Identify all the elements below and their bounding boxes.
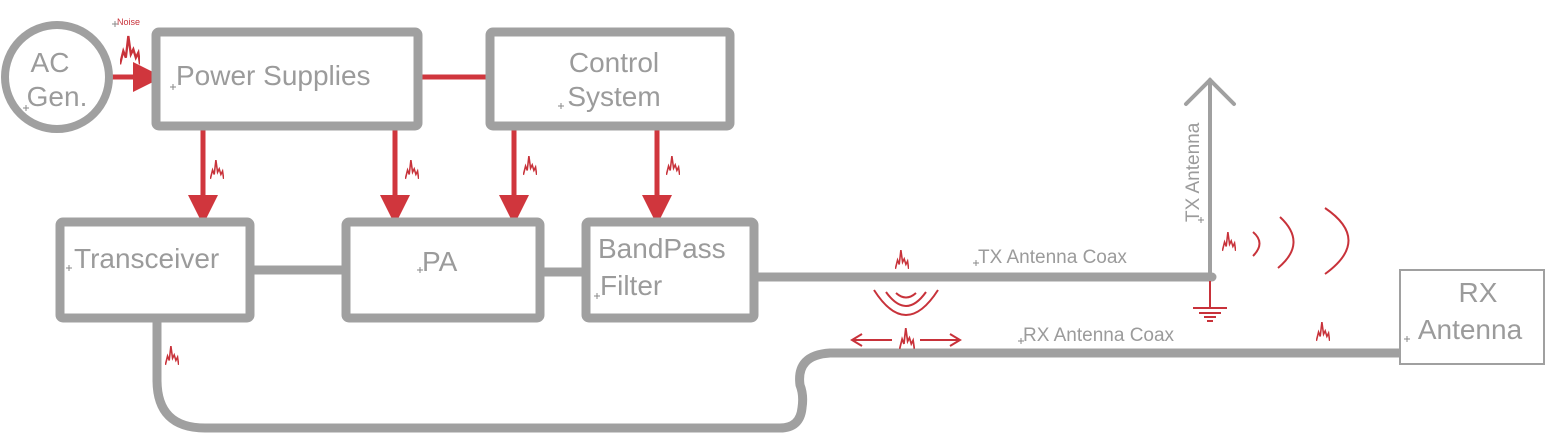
- rx-antenna-label-line2: Antenna: [1418, 314, 1523, 345]
- tx-coax-label: TX Antenna Coax: [978, 247, 1127, 268]
- ground-icon: [1193, 281, 1227, 322]
- control-system-label-line2: System: [567, 81, 660, 112]
- ac-gen-label-line2: Gen.: [27, 81, 88, 112]
- radiation-wave-icon: [1252, 207, 1350, 275]
- node-bandpass-filter[interactable]: BandPass Filter: [581, 217, 759, 323]
- coupling-wave-icon: [873, 289, 939, 316]
- rx-coax-line[interactable]: [152, 313, 1410, 433]
- rx-coax-label: RX Antenna Coax: [1023, 325, 1175, 346]
- noise-icon-tx-antenna: [1222, 232, 1236, 252]
- node-rx-antenna[interactable]: RX Antenna: [1399, 269, 1545, 365]
- bandpass-label-line2: Filter: [600, 270, 662, 301]
- node-pa[interactable]: PA: [341, 217, 545, 323]
- noise-icon-ps-transceiver: [210, 160, 224, 180]
- noise-icon-rx-coax: [1316, 322, 1330, 342]
- power-supplies-label: Power Supplies: [176, 60, 371, 91]
- rx-antenna-label-line1: RX: [1459, 277, 1498, 308]
- bandpass-label-line1: BandPass: [598, 233, 726, 264]
- noise-label: Noise: [117, 17, 140, 27]
- noise-icon-coupling: [899, 328, 915, 350]
- ac-gen-label-line1: AC: [31, 47, 70, 78]
- node-power-supplies[interactable]: Power Supplies: [151, 27, 423, 131]
- tx-antenna-label: TX Antenna: [1183, 122, 1204, 222]
- node-transceiver[interactable]: Transceiver: [55, 217, 255, 323]
- power-paths: [112, 62, 672, 225]
- node-ac-gen[interactable]: AC Gen.: [1, 21, 113, 133]
- noise-icon-control-pa: [523, 156, 537, 176]
- node-control-system[interactable]: Control System: [485, 27, 735, 131]
- tx-antenna-tip: [1184, 77, 1236, 106]
- anchor-markers: [23, 21, 1410, 344]
- transceiver-label: Transceiver: [74, 243, 219, 274]
- noise-icon-rx-coax-vertical: [165, 346, 179, 366]
- coupling-arrows: [850, 333, 962, 347]
- noise-icon-ps-pa: [405, 160, 419, 180]
- noise-icon-tx-coax: [895, 250, 909, 270]
- control-system-label-line1: Control: [569, 47, 659, 78]
- noise-icon-ac: [120, 34, 140, 66]
- signal-wires: [152, 77, 1410, 433]
- pa-label: PA: [422, 246, 458, 277]
- noise-icon-control-bandpass: [666, 156, 680, 176]
